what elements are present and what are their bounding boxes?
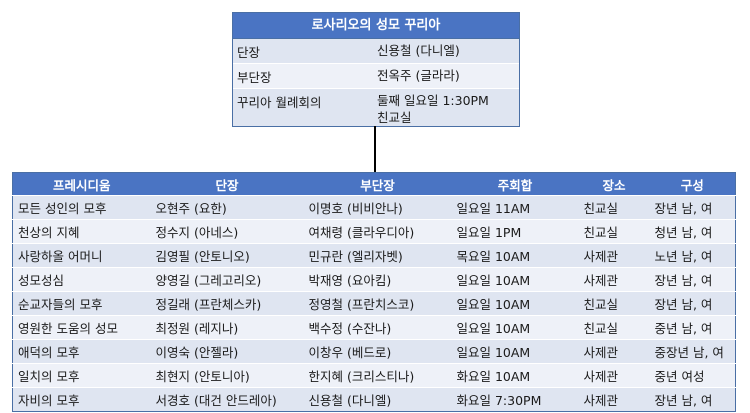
cell-place: 사제관 [578,267,650,292]
cell-place: 친교실 [578,315,650,340]
cell-meeting: 일요일 10AM [451,315,579,340]
curia-value: 신용철 (다니엘) [377,43,460,58]
curia-value: 둘째 일요일 1:30PM 친교실 [377,93,489,125]
cell-composition: 장년 남, 여 [649,195,736,220]
curia-key: 단장 [237,45,261,60]
cell-praesidium: 애덕의 모후 [12,339,151,364]
cell-vice-president: 신용철 (다니엘) [303,387,452,412]
cell-composition: 장년 남, 여 [649,387,736,412]
cell-president: 양영길 (그레고리오) [150,267,304,292]
cell-meeting: 일요일 11AM [451,195,579,220]
curia-key: 꾸리아 월례회의 [237,95,322,110]
cell-meeting: 화요일 7:30PM [451,387,579,412]
cell-praesidium: 천상의 지혜 [12,219,151,244]
cell-vice-president: 민규란 (엘리자벳) [303,243,452,268]
cell-president: 최현지 (안토니아) [150,363,304,388]
cell-vice-president: 박재영 (요아킴) [303,267,452,292]
cell-president: 김영필 (안토니오) [150,243,304,268]
table-header-row: 프레시디움 단장 부단장 주회합 장소 구성 [12,172,736,196]
cell-composition: 노년 남, 여 [649,243,736,268]
cell-meeting: 일요일 10AM [451,291,579,316]
cell-praesidium: 일치의 모후 [12,363,151,388]
cell-praesidium: 자비의 모후 [12,387,151,412]
cell-meeting: 일요일 1PM [451,219,579,244]
curia-row-vice-president: 부단장 전옥주 (글라라) [233,64,519,89]
cell-composition: 청년 남, 여 [649,219,736,244]
cell-composition: 장년 남, 여 [649,291,736,316]
header-president: 단장 [150,172,304,196]
cell-vice-president: 이창우 (베드로) [303,339,452,364]
header-place: 장소 [578,172,650,196]
cell-president: 최정원 (레지나) [150,315,304,340]
cell-place: 사제관 [578,243,650,268]
cell-president: 정수지 (아네스) [150,219,304,244]
cell-president: 정길래 (프란체스카) [150,291,304,316]
cell-vice-president: 한지혜 (크리스티나) [303,363,452,388]
cell-praesidium: 영원한 도움의 성모 [12,315,151,340]
cell-meeting: 일요일 10AM [451,339,579,364]
cell-president: 이영숙 (안젤라) [150,339,304,364]
cell-place: 사제관 [578,387,650,412]
cell-place: 친교실 [578,291,650,316]
cell-place: 친교실 [578,195,650,220]
curia-title: 로사리오의 성모 꾸리아 [233,13,519,39]
cell-vice-president: 백수정 (수잔나) [303,315,452,340]
cell-meeting: 일요일 10AM [451,267,579,292]
curia-row-meeting: 꾸리아 월례회의 둘째 일요일 1:30PM 친교실 [233,89,519,126]
curia-value: 전옥주 (글라라) [377,68,460,83]
header-meeting: 주회합 [451,172,579,196]
cell-composition: 장년 남, 여 [649,267,736,292]
cell-president: 오현주 (요한) [150,195,304,220]
cell-place: 친교실 [578,219,650,244]
cell-place: 사제관 [578,363,650,388]
curia-box: 로사리오의 성모 꾸리아 단장 신용철 (다니엘) 부단장 전옥주 (글라라) … [232,12,520,127]
cell-place: 사제관 [578,339,650,364]
cell-president: 서경호 (대건 안드레아) [150,387,304,412]
cell-vice-president: 여채령 (클라우디아) [303,219,452,244]
cell-composition: 중년 남, 여 [649,315,736,340]
cell-praesidium: 순교자들의 모후 [12,291,151,316]
cell-meeting: 목요일 10AM [451,243,579,268]
cell-composition: 중장년 남, 여 [649,339,736,364]
cell-composition: 중년 여성 [649,363,736,388]
cell-meeting: 화요일 10AM [451,363,579,388]
header-vice-president: 부단장 [303,172,452,196]
curia-row-president: 단장 신용철 (다니엘) [233,39,519,64]
cell-praesidium: 사랑하올 어머니 [12,243,151,268]
connector-line [374,126,376,172]
cell-praesidium: 성모성심 [12,267,151,292]
cell-vice-president: 이명호 (비비안나) [303,195,452,220]
cell-praesidium: 모든 성인의 모후 [12,195,151,220]
cell-vice-president: 정영철 (프란치스코) [303,291,452,316]
header-praesidium: 프레시디움 [12,172,151,196]
curia-key: 부단장 [237,70,272,85]
header-composition: 구성 [649,172,736,196]
